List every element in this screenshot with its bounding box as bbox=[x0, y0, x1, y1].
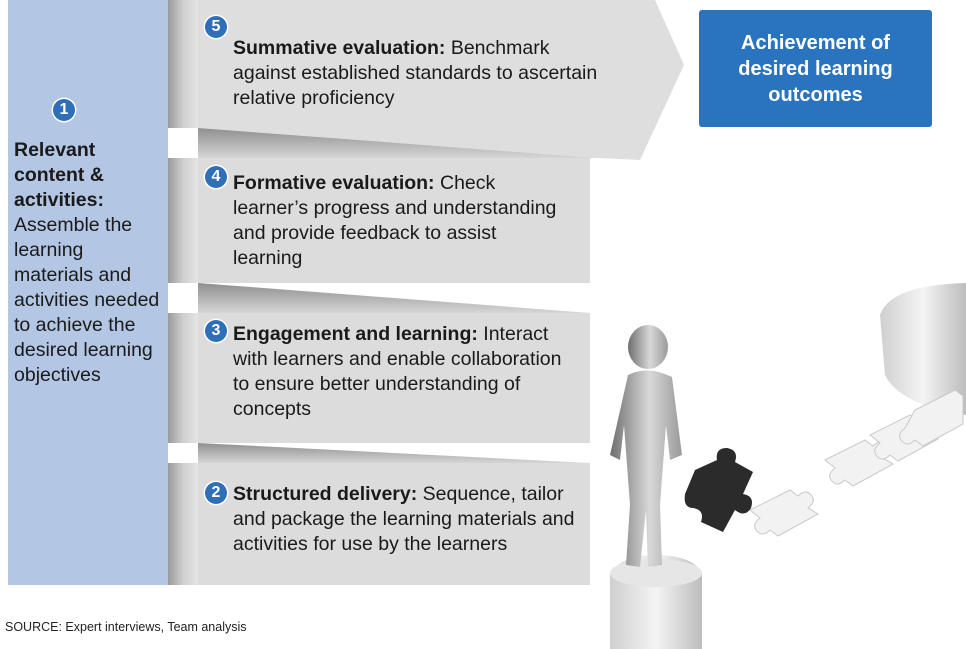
step-2-edge bbox=[168, 463, 198, 585]
step-2-text: Structured delivery: Sequence, tailor an… bbox=[233, 482, 583, 557]
step-4-title: Formative evaluation: bbox=[233, 172, 435, 194]
step-4-edge bbox=[168, 158, 198, 283]
step-3-title: Engagement and learning: bbox=[233, 323, 478, 345]
step-4-text: Formative evaluation: Check learner’s pr… bbox=[233, 171, 563, 271]
step-5-title: Summative evaluation: bbox=[233, 37, 446, 59]
step-5-ramp bbox=[198, 128, 598, 158]
relevant-content-text: Relevant content & activities: Assemble … bbox=[14, 138, 164, 388]
step-2-badge: 2 bbox=[205, 482, 227, 504]
step-3-badge: 3 bbox=[205, 320, 227, 342]
person-with-puzzle-piece-illustration bbox=[610, 283, 966, 649]
step-4-ramp bbox=[198, 283, 590, 313]
step-3-ramp bbox=[198, 443, 590, 463]
step-5-body: Benchmark against established standards … bbox=[233, 37, 598, 109]
step-2-body: Sequence, tailor and package the learnin… bbox=[233, 483, 575, 555]
step-5-badge: 5 bbox=[205, 16, 227, 38]
step-5-block bbox=[168, 0, 684, 160]
relevant-content-body: Assemble the learning materials and acti… bbox=[14, 214, 160, 386]
step-5-edge bbox=[168, 0, 198, 128]
relevant-content-panel: 1 Relevant content & activities: Assembl… bbox=[8, 0, 168, 585]
step-5-text: Summative evaluation: Benchmark against … bbox=[233, 36, 603, 111]
step-3-edge bbox=[168, 313, 198, 443]
step-2-title: Structured delivery: bbox=[233, 483, 418, 505]
step-3-text: Engagement and learning: Interact with l… bbox=[233, 322, 578, 422]
relevant-content-heading: Relevant content & activities: bbox=[14, 139, 104, 211]
step-2-block bbox=[168, 463, 590, 585]
step-4-body: Check learner’s progress and understandi… bbox=[233, 172, 557, 269]
step-4-block bbox=[168, 158, 590, 283]
source-note: SOURCE: Expert interviews, Team analysis bbox=[5, 620, 247, 634]
step-3-block bbox=[168, 313, 590, 443]
outcome-box: Achievement of desired learning outcomes bbox=[699, 10, 932, 127]
step-4-badge: 4 bbox=[205, 166, 227, 188]
step-3-body: Interact with learners and enable collab… bbox=[233, 323, 562, 420]
outcome-label: Achievement of desired learning outcomes bbox=[738, 31, 893, 106]
step-1-badge: 1 bbox=[53, 99, 75, 121]
